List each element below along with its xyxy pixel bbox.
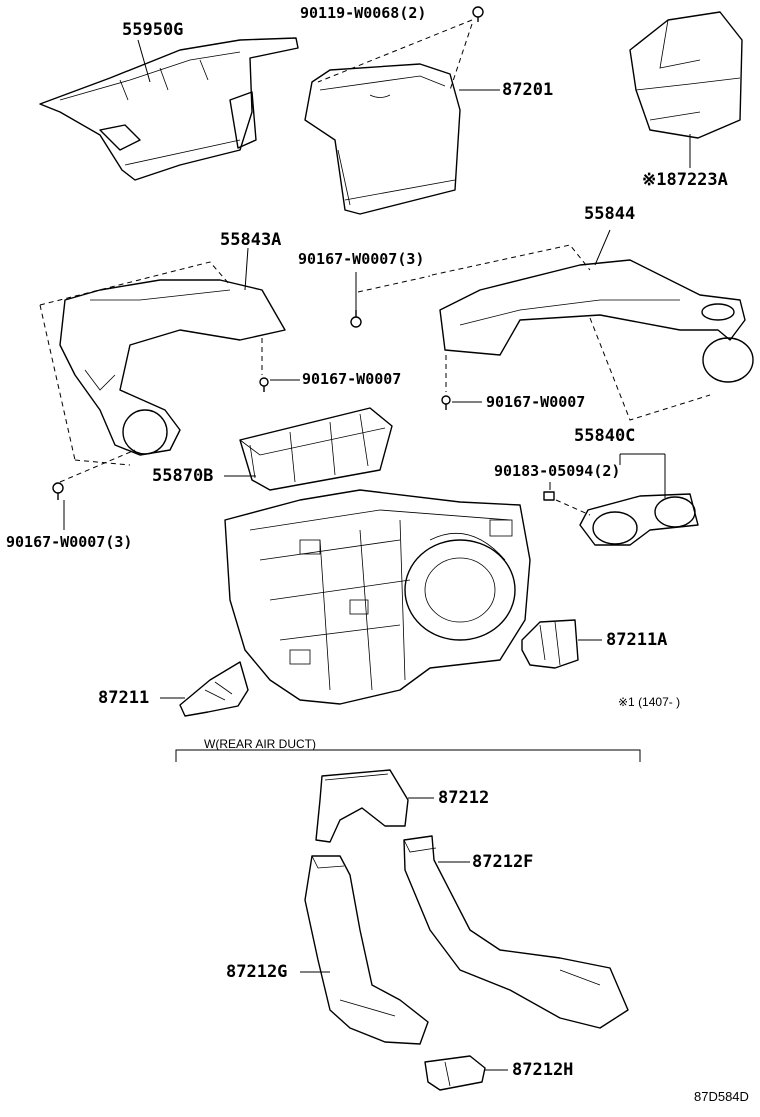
defroster-nozzle-part xyxy=(39,37,299,181)
part-label-87212: 87212 xyxy=(438,788,490,808)
vent-outlet-55840C-part xyxy=(579,493,699,546)
part-label-90167-3b: 90167-W0007(3) xyxy=(6,533,133,551)
leader-55844 xyxy=(594,229,611,266)
dashed-90167-3b xyxy=(59,449,136,483)
part-label-55950G: 55950G xyxy=(122,20,184,40)
duct-55844-part xyxy=(431,244,754,421)
part-label-87212G: 87212G xyxy=(226,962,288,982)
part-label-90167-a: 90167-W0007 xyxy=(302,370,402,388)
part-label-90167-3a: 90167-W0007(3) xyxy=(298,250,425,268)
group-label-rear-air-duct: W(REAR AIR DUCT) xyxy=(204,737,316,751)
clip-icon-90183 xyxy=(543,491,555,501)
part-label-55843A: 55843A xyxy=(220,230,282,250)
diagram-id: 87D584D xyxy=(694,1089,749,1104)
screw-icon-90167-3b xyxy=(52,482,64,500)
part-label-90119: 90119-W0068(2) xyxy=(300,4,427,22)
part-label-87211: 87211 xyxy=(98,688,150,708)
duct-87211-part xyxy=(179,661,249,717)
part-label-87212H: 87212H xyxy=(512,1060,574,1080)
part-label-55844: 55844 xyxy=(584,204,636,224)
duct-87212F-part xyxy=(403,835,629,1029)
duct-87212H-part xyxy=(424,1055,486,1091)
screw-icon-90167-3a xyxy=(350,310,362,328)
dashed-90183 xyxy=(555,499,591,516)
screw-icon-90167-b xyxy=(441,395,451,410)
duct-55843A-part xyxy=(39,261,286,466)
leader-55950G xyxy=(137,39,151,83)
box-87223A-part xyxy=(629,11,743,139)
part-label-55870B: 55870B xyxy=(152,466,214,486)
part-label-55840C: 55840C xyxy=(574,426,636,446)
duct-87212G-part xyxy=(304,855,429,1045)
screw-icon-90167-a xyxy=(259,377,269,392)
hvac-unit-main-part xyxy=(224,489,531,705)
dashed-90167-3a xyxy=(357,275,431,293)
duct-87201-part xyxy=(304,63,461,215)
part-label-87201: 87201 xyxy=(502,80,554,100)
part-label-87223A: ※187223A xyxy=(642,170,728,190)
dashed-90119 xyxy=(317,19,473,83)
duct-87212-part xyxy=(315,769,409,843)
part-label-90183: 90183-05094(2) xyxy=(494,462,621,480)
part-label-87211A: 87211A xyxy=(606,630,668,650)
group-bracket-rear-air-duct xyxy=(175,749,641,762)
filter-case-55870B-part xyxy=(239,407,393,491)
footnote: ※1 (1407- ) xyxy=(618,695,681,709)
leader-55843A xyxy=(244,247,249,291)
part-label-90167-b: 90167-W0007 xyxy=(486,393,586,411)
dashed-90119-b xyxy=(449,23,473,91)
duct-87211A-part xyxy=(521,619,579,669)
part-label-87212F: 87212F xyxy=(472,852,534,872)
screw-icon-90119 xyxy=(472,6,484,22)
